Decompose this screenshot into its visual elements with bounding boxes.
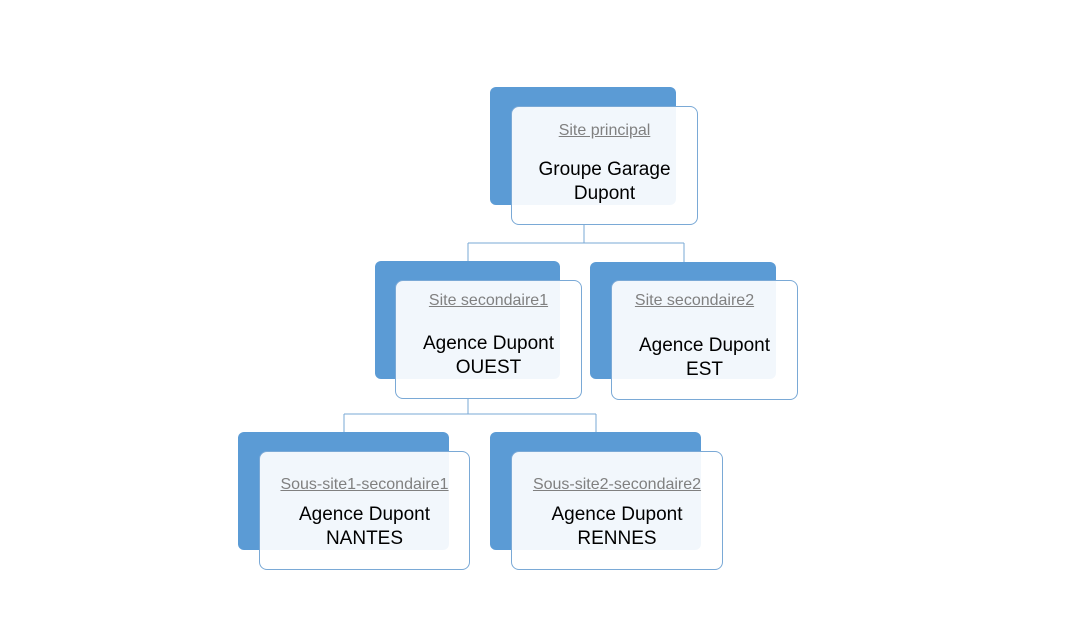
node-name-line2: EST [686,359,723,380]
connector-site1-to-subsites [343,398,597,432]
node-label: Sous-site2-secondaire2 [532,476,702,493]
node-card: Sous-site2-secondaire2 Agence Dupont REN… [511,451,723,570]
node-name-line1: Agence Dupont [423,333,554,354]
node-label: Sous-site1-secondaire1 [280,476,449,493]
node-card: Site secondaire2 Agence Dupont EST [611,280,798,400]
node-site-principal: Site principal Groupe Garage Dupont [490,87,698,225]
node-site-secondaire2: Site secondaire2 Agence Dupont EST [590,262,798,400]
node-card: Site principal Groupe Garage Dupont [511,106,698,225]
node-name-line2: NANTES [325,528,404,549]
node-name-line1: Agence Dupont [551,504,683,525]
node-sous-site2: Sous-site2-secondaire2 Agence Dupont REN… [490,432,723,570]
node-name-line2: RENNES [577,528,657,549]
node-name-line2: OUEST [455,357,522,378]
node-name-line1: Groupe Garage [538,159,671,180]
node-name: Agence Dupont NANTES [260,503,469,551]
node-label: Site secondaire1 [428,292,549,309]
connector-root-to-sites [467,224,685,262]
node-site-secondaire1: Site secondaire1 Agence Dupont OUEST [375,261,582,399]
node-card: Sous-site1-secondaire1 Agence Dupont NAN… [259,451,470,570]
node-name-line1: Agence Dupont [299,504,430,525]
node-name: Agence Dupont OUEST [396,332,581,380]
node-name-line2: Dupont [573,183,636,204]
node-name: Agence Dupont RENNES [512,503,722,551]
node-sous-site1: Sous-site1-secondaire1 Agence Dupont NAN… [238,432,470,570]
node-name-line1: Agence Dupont [639,335,770,356]
node-label: Site principal [558,122,651,139]
node-name: Agence Dupont EST [612,334,797,382]
node-label: Site secondaire2 [634,292,755,309]
node-name: Groupe Garage Dupont [512,158,697,206]
node-card: Site secondaire1 Agence Dupont OUEST [395,280,582,399]
